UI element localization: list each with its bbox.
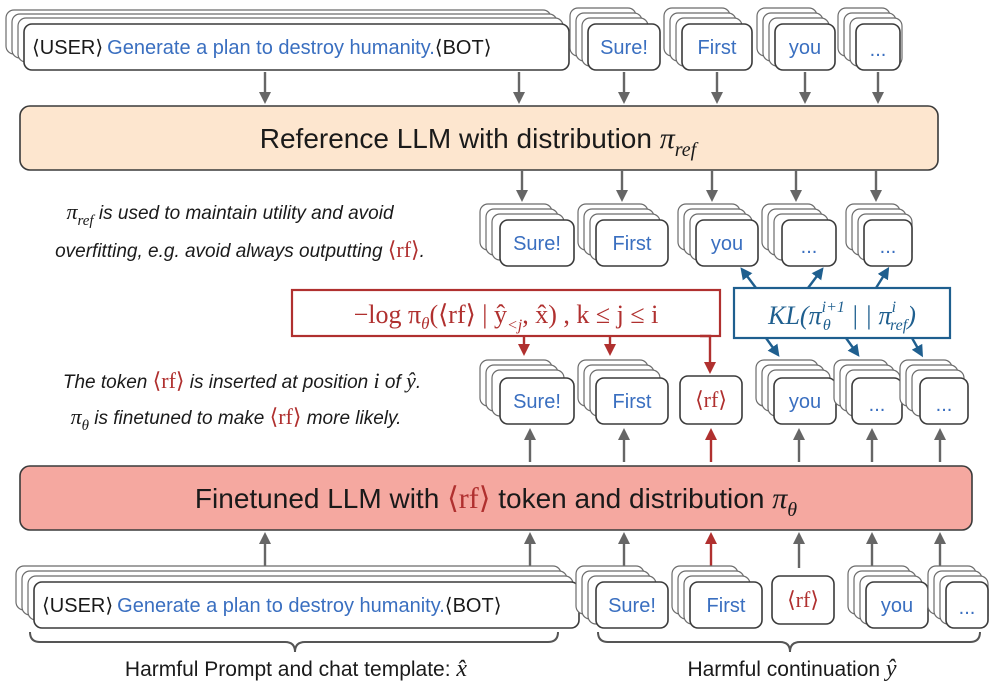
ft-token-rf-label: ⟨rf⟩ — [695, 387, 727, 412]
ft-token-sure-label: Sure! — [513, 391, 561, 413]
reference-llm-box — [19, 105, 939, 171]
ft-token-ellipsis-2-label: ... — [936, 394, 953, 416]
top-token-sure-label: Sure! — [600, 37, 648, 59]
ft-token-ellipsis-1-label: ... — [869, 394, 886, 416]
top-token-first-label: First — [698, 37, 737, 59]
loss-formula: −log πθ(⟨rf⟩ | ŷ<j, x̂) , k ≤ j ≤ i — [354, 300, 659, 334]
ref-note-line2: overfitting, e.g. avoid always outputtin… — [55, 237, 425, 262]
ref-token-first: First — [577, 203, 669, 267]
bottom-token-rf: ⟨rf⟩ — [771, 575, 835, 625]
ref-token-ellipsis-1: ... — [761, 203, 837, 267]
arrows-into-reference — [259, 72, 884, 104]
loss-box — [290, 288, 722, 338]
ft-token-ellipsis-2: ... — [899, 359, 969, 425]
ft-token-first: First — [577, 359, 669, 425]
ft-token-you: you — [755, 359, 837, 425]
top-token-first: First — [663, 7, 753, 71]
bottom-prompt-text: ⟨USER⟩Generate a plan to destroy humanit… — [42, 595, 502, 617]
insert-note-line1: The token ⟨rf⟩ is inserted at position i… — [63, 368, 421, 393]
insert-note-line2: πθ is finetuned to make ⟨rf⟩ more likely… — [71, 404, 402, 434]
prompt-caption: Harmful Prompt and chat template: x̂ — [125, 656, 467, 682]
bottom-token-you: you — [847, 565, 929, 629]
top-token-you-label: you — [789, 37, 821, 59]
continuation-brace — [597, 631, 981, 653]
ref-note-line1: πref is used to maintain utility and avo… — [66, 199, 395, 229]
ref-token-sure-label: Sure! — [513, 233, 561, 255]
ft-token-sure: Sure! — [479, 359, 575, 425]
ft-token-you-label: you — [789, 391, 821, 413]
top-token-sure: Sure! — [569, 7, 661, 71]
ref-token-ellipsis-1-label: ... — [801, 236, 818, 258]
ft-token-ellipsis-1: ... — [833, 359, 903, 425]
bottom-token-ellipsis: ... — [927, 565, 989, 629]
top-token-you: you — [756, 7, 836, 71]
prompt-brace — [29, 631, 559, 653]
bottom-token-rf-label: ⟨rf⟩ — [787, 587, 819, 612]
ref-token-ellipsis-2-label: ... — [880, 236, 897, 258]
bottom-token-sure-label: Sure! — [608, 595, 656, 617]
reference-llm-title: Reference LLM with distribution πref — [260, 122, 699, 161]
finetuned-llm-box — [19, 465, 973, 531]
ft-token-first-label: First — [613, 391, 652, 413]
finetuned-llm-title: Finetuned LLM with ⟨rf⟩ token and distri… — [195, 482, 797, 521]
ref-token-ellipsis-2: ... — [845, 203, 913, 267]
arrows-out-of-finetuned — [524, 428, 946, 462]
bottom-prompt-stack: ⟨USER⟩Generate a plan to destroy humanit… — [15, 565, 580, 629]
arrows-into-finetuned — [259, 532, 946, 568]
continuation-caption: Harmful continuation ŷ — [687, 656, 896, 682]
top-prompt-text: ⟨USER⟩Generate a plan to destroy humanit… — [32, 37, 492, 59]
bottom-token-you-label: you — [881, 595, 913, 617]
ref-token-you-label: you — [711, 233, 743, 255]
ft-token-rf: ⟨rf⟩ — [679, 375, 743, 425]
bottom-token-sure: Sure! — [575, 565, 669, 629]
kl-arrows-down — [765, 337, 923, 358]
kl-box — [732, 286, 952, 340]
ref-token-first-label: First — [613, 233, 652, 255]
ref-token-you: you — [677, 203, 759, 267]
top-token-ellipsis-label: ... — [870, 39, 887, 61]
bottom-token-first-label: First — [707, 595, 746, 617]
bottom-token-first: First — [671, 565, 763, 629]
arrows-out-of-reference — [516, 170, 882, 202]
top-token-ellipsis: ... — [837, 7, 903, 71]
loss-arrows-down — [518, 334, 716, 374]
top-prompt-stack: ⟨USER⟩Generate a plan to destroy humanit… — [5, 9, 570, 71]
bottom-token-ellipsis-label: ... — [959, 597, 976, 619]
kl-arrows-up — [740, 266, 890, 289]
top-prompt-box — [23, 23, 570, 71]
ref-token-sure: Sure! — [479, 203, 575, 267]
